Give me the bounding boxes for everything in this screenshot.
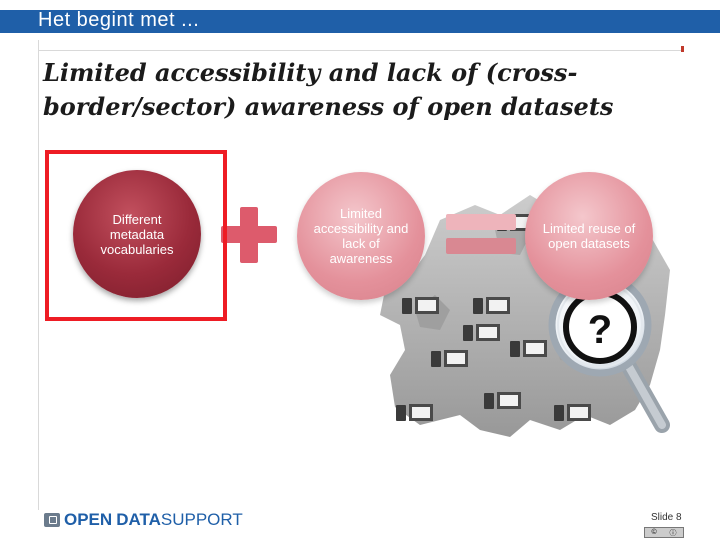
by-glyph: ⓘ bbox=[669, 529, 677, 537]
highlight-box bbox=[45, 150, 227, 321]
computer-icon bbox=[510, 340, 547, 357]
circle-limited-reuse: Limited reuse of open datasets bbox=[525, 172, 653, 300]
circle-limited-accessibility: Limited accessibility and lack of awaren… bbox=[297, 172, 425, 300]
left-divider bbox=[38, 40, 39, 510]
slide-number: Slide 8 bbox=[651, 512, 682, 523]
computer-icon bbox=[396, 404, 433, 421]
creative-commons-icon: © ⓘ bbox=[644, 527, 684, 538]
computer-icon bbox=[402, 297, 439, 314]
slide-heading: Limited accessibility and lack of (cross… bbox=[43, 58, 614, 121]
title-bar-top-margin bbox=[0, 0, 720, 10]
equals-sign-bottom-bar bbox=[446, 238, 516, 254]
open-data-support-logo: OPEN DATA SUPPORT bbox=[44, 508, 243, 532]
divider-accent bbox=[681, 46, 684, 52]
computer-icon bbox=[484, 392, 521, 409]
europe-map-illustration: ? bbox=[380, 195, 670, 437]
title-bar: Het begint met ... bbox=[0, 0, 720, 33]
logo-word-support: SUPPORT bbox=[160, 510, 243, 529]
computer-icon bbox=[463, 324, 500, 341]
slide-title: Het begint met ... bbox=[38, 9, 200, 31]
computer-icon bbox=[473, 297, 510, 314]
question-mark-icon: ? bbox=[563, 290, 637, 364]
equals-sign-top-bar bbox=[446, 214, 516, 230]
computer-icon bbox=[431, 350, 468, 367]
circle-1-label: Different metadata vocabularies bbox=[100, 211, 174, 257]
top-divider bbox=[38, 50, 684, 51]
logo-word-open: OPEN bbox=[64, 510, 113, 529]
svg-text:?: ? bbox=[588, 308, 612, 352]
cc-glyph: © bbox=[651, 529, 657, 536]
circle-2-label: Limited accessibility and lack of awaren… bbox=[313, 206, 409, 266]
logo-icon bbox=[44, 513, 60, 527]
circle-3-label: Limited reuse of open datasets bbox=[542, 221, 636, 251]
computer-icon bbox=[554, 404, 591, 421]
logo-word-data: DATA bbox=[116, 510, 161, 529]
title-bar-background bbox=[0, 10, 720, 33]
plus-sign-vertical bbox=[240, 207, 258, 263]
circle-different-metadata-vocabularies: Different metadata vocabularies bbox=[73, 170, 201, 298]
